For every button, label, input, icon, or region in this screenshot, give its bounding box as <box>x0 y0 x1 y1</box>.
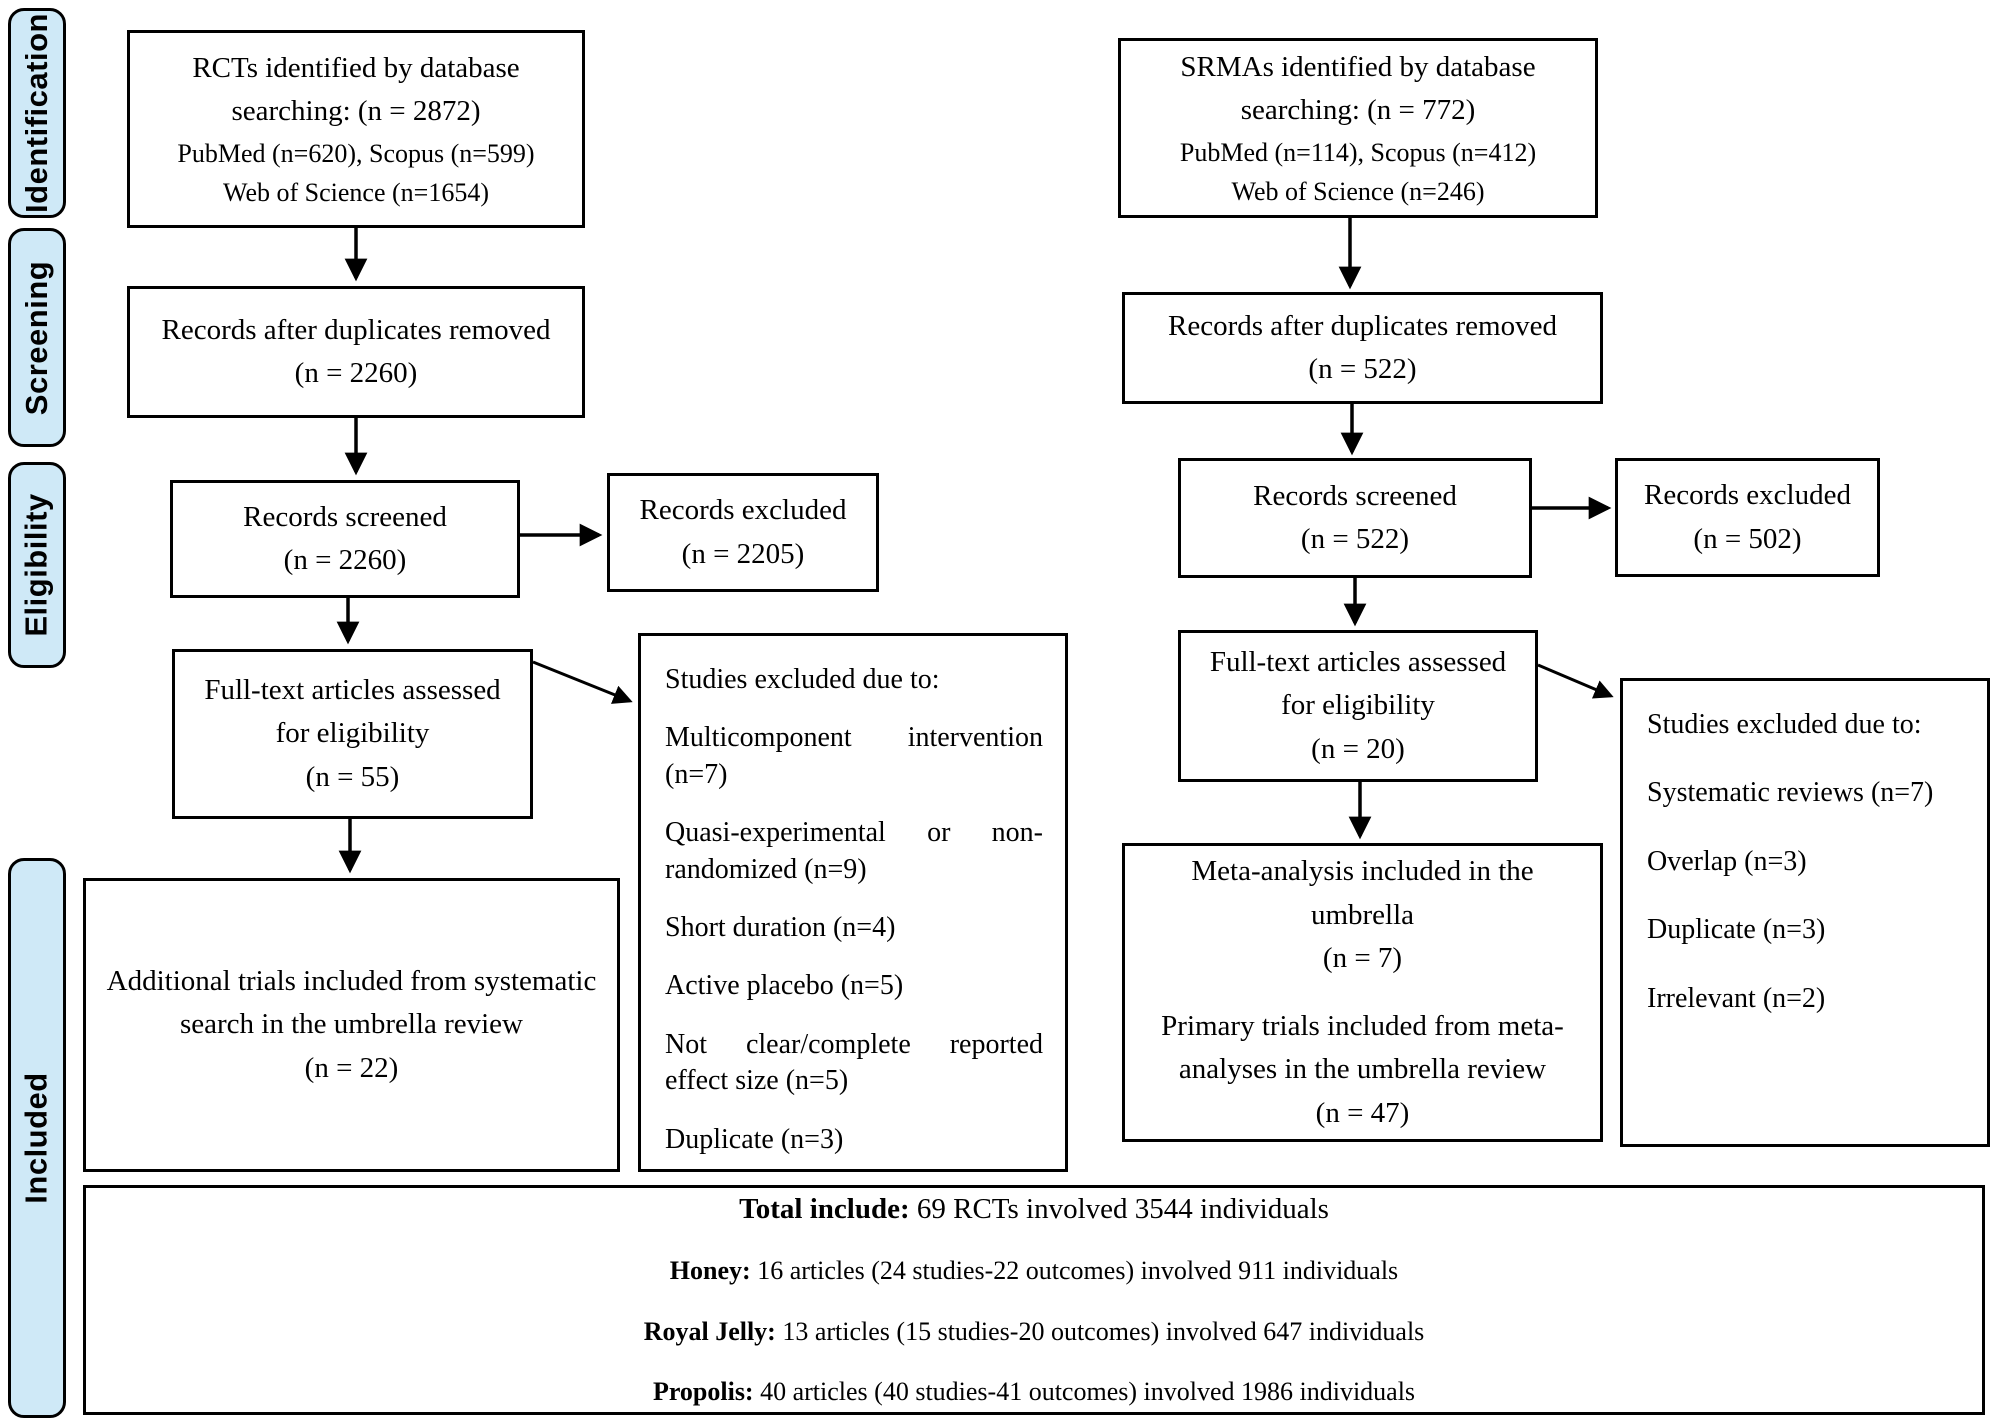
rcts-exclusion-item: Duplicate (n=3) <box>665 1123 844 1155</box>
rcts-additional-line2: search in the umbrella review <box>179 1008 523 1041</box>
srma-fulltext-line1: Full-text articles assessed <box>1209 645 1507 678</box>
srma-duplicates-line2: (n = 522) <box>1308 353 1417 385</box>
srma-fulltext-box: Full-text articles assessed for eligibil… <box>1178 630 1538 782</box>
srma-exclusion-reasons-box: Studies excluded due to: Systematic revi… <box>1620 678 1990 1147</box>
rcts-duplicates-line2: (n = 2260) <box>294 357 418 389</box>
rcts-fulltext-line3: (n = 55) <box>305 760 400 793</box>
summary-honey-label: Honey: <box>669 1256 751 1286</box>
srma-records-excluded-box: Records excluded (n = 502) <box>1615 458 1880 577</box>
rcts-screened-box: Records screened (n = 2260) <box>170 480 520 598</box>
rcts-exclusion-item: Active placebo (n=5) <box>665 970 904 1002</box>
stage-eligibility: Eligibility <box>8 462 66 668</box>
srma-screened-line2: (n = 522) <box>1300 523 1410 555</box>
srma-exclusion-item: Overlap (n=3) <box>1647 845 1807 877</box>
arrow-srma-fulltext-to-exclusion-reasons <box>1537 663 1614 699</box>
rcts-identified-box: RCTs identified by database searching: (… <box>127 30 585 228</box>
rcts-records-excluded-box: Records excluded (n = 2205) <box>607 473 879 592</box>
rcts-identified-line4: Web of Science (n=1654) <box>223 177 489 207</box>
rcts-screened-line2: (n = 2260) <box>283 544 407 576</box>
srma-included-box: Meta-analysis included in the umbrella (… <box>1122 843 1603 1142</box>
srma-excluded-line2: (n = 502) <box>1693 522 1802 555</box>
rcts-identified-line1: RCTs identified by database <box>192 51 520 84</box>
srma-included-p2-line3: (n = 47) <box>1315 1096 1410 1129</box>
rcts-exclusion-item: Multicomponent intervention (n=7) <box>665 722 1043 790</box>
srma-exclusion-item: Irrelevant (n=2) <box>1647 982 1826 1014</box>
srma-identified-line2: searching: (n = 772) <box>1240 94 1476 126</box>
summary-total-label: Total include: <box>739 1193 910 1226</box>
srma-exclusion-title: Studies excluded due to: <box>1647 709 1922 740</box>
summary-propolis-text: 40 articles (40 studies-41 outcomes) inv… <box>753 1377 1416 1407</box>
srma-fulltext-line3: (n = 20) <box>1311 732 1405 765</box>
srma-duplicates-line1: Records after duplicates removed <box>1168 309 1557 342</box>
stage-identification-label: Identification <box>19 13 55 213</box>
summary-royaljelly-text: 13 articles (15 studies-20 outcomes) inv… <box>775 1316 1425 1346</box>
srma-included-p1-line3: (n = 7) <box>1322 942 1403 974</box>
summary-box: Total include: 69 RCTs involved 3544 ind… <box>83 1185 1985 1415</box>
rcts-excluded-line2: (n = 2205) <box>681 537 805 570</box>
summary-total-line: Total include: 69 RCTs involved 3544 ind… <box>739 1191 1329 1227</box>
rcts-duplicates-line1: Records after duplicates removed <box>161 313 551 346</box>
rcts-additional-line3: (n = 22) <box>304 1051 399 1084</box>
summary-honey-line: Honey: 16 articles (24 studies-22 outcom… <box>670 1255 1398 1288</box>
srma-included-primary: Primary trials included from meta- analy… <box>1161 1005 1564 1136</box>
rcts-identified-line3: PubMed (n=620), Scopus (n=599) <box>177 138 535 168</box>
rcts-duplicates-removed-box: Records after duplicates removed (n = 22… <box>127 286 585 418</box>
stage-included: Included <box>8 858 66 1418</box>
rcts-exclusion-reasons-box: Studies excluded due to: Multicomponent … <box>638 633 1068 1172</box>
srma-duplicates-removed-box: Records after duplicates removed (n = 52… <box>1122 292 1603 404</box>
rcts-exclusion-item: Not clear/complete reported effect size … <box>665 1028 1043 1097</box>
rcts-identified-line2: searching: (n = 2872) <box>231 95 481 127</box>
srma-included-p2-line1: Primary trials included from meta- <box>1161 1009 1564 1042</box>
srma-exclusion-item: Systematic reviews (n=7) <box>1647 777 1934 809</box>
srma-identified-line3: PubMed (n=114), Scopus (n=412) <box>1179 137 1537 167</box>
rcts-fulltext-box: Full-text articles assessed for eligibil… <box>172 649 533 819</box>
summary-total-text: 69 RCTs involved 3544 individuals <box>909 1193 1329 1226</box>
srma-included-p2-line2: analyses in the umbrella review <box>1178 1053 1547 1085</box>
summary-honey-text: 16 articles (24 studies-22 outcomes) inv… <box>750 1256 1399 1286</box>
srma-included-p1-line2: umbrella <box>1310 898 1415 931</box>
srma-identified-line1: SRMAs identified by database <box>1180 50 1536 83</box>
rcts-exclusion-item: Quasi-experimental or non-randomized (n=… <box>665 817 1043 885</box>
summary-royaljelly-line: Royal Jelly: 13 articles (15 studies-20 … <box>644 1316 1425 1349</box>
stage-screening-label: Screening <box>19 260 55 415</box>
stage-screening: Screening <box>8 228 66 447</box>
stage-identification: Identification <box>8 8 66 218</box>
rcts-fulltext-line1: Full-text articles assessed <box>204 673 501 706</box>
stage-eligibility-label: Eligibility <box>19 493 55 637</box>
rcts-additional-line1: Additional trials included from systemat… <box>106 964 597 997</box>
stage-included-label: Included <box>19 1072 55 1204</box>
srma-excluded-line1: Records excluded <box>1644 479 1851 511</box>
srma-fulltext-line2: for eligibility <box>1281 689 1435 722</box>
summary-propolis-line: Propolis: 40 articles (40 studies-41 out… <box>653 1376 1415 1409</box>
summary-propolis-label: Propolis: <box>652 1377 754 1407</box>
rcts-excluded-line1: Records excluded <box>639 494 847 526</box>
srma-screened-box: Records screened (n = 522) <box>1178 458 1532 578</box>
rcts-exclusion-title: Studies excluded due to: <box>665 664 940 695</box>
srma-exclusion-item: Duplicate (n=3) <box>1647 914 1826 946</box>
rcts-additional-trials-box: Additional trials included from systemat… <box>83 878 620 1172</box>
srma-identified-line4: Web of Science (n=246) <box>1231 176 1485 206</box>
srma-included-meta: Meta-analysis included in the umbrella (… <box>1191 850 1533 981</box>
rcts-exclusion-item: Short duration (n=4) <box>665 911 896 943</box>
rcts-screened-line1: Records screened <box>243 500 447 533</box>
srma-identified-box: SRMAs identified by database searching: … <box>1118 38 1598 218</box>
arrow-rcts-fulltext-to-exclusion-reasons <box>532 660 633 704</box>
srma-included-p1-line1: Meta-analysis included in the <box>1191 855 1534 887</box>
summary-royaljelly-label: Royal Jelly: <box>643 1316 776 1346</box>
srma-screened-line1: Records screened <box>1253 479 1457 512</box>
rcts-fulltext-line2: for eligibility <box>275 717 430 750</box>
